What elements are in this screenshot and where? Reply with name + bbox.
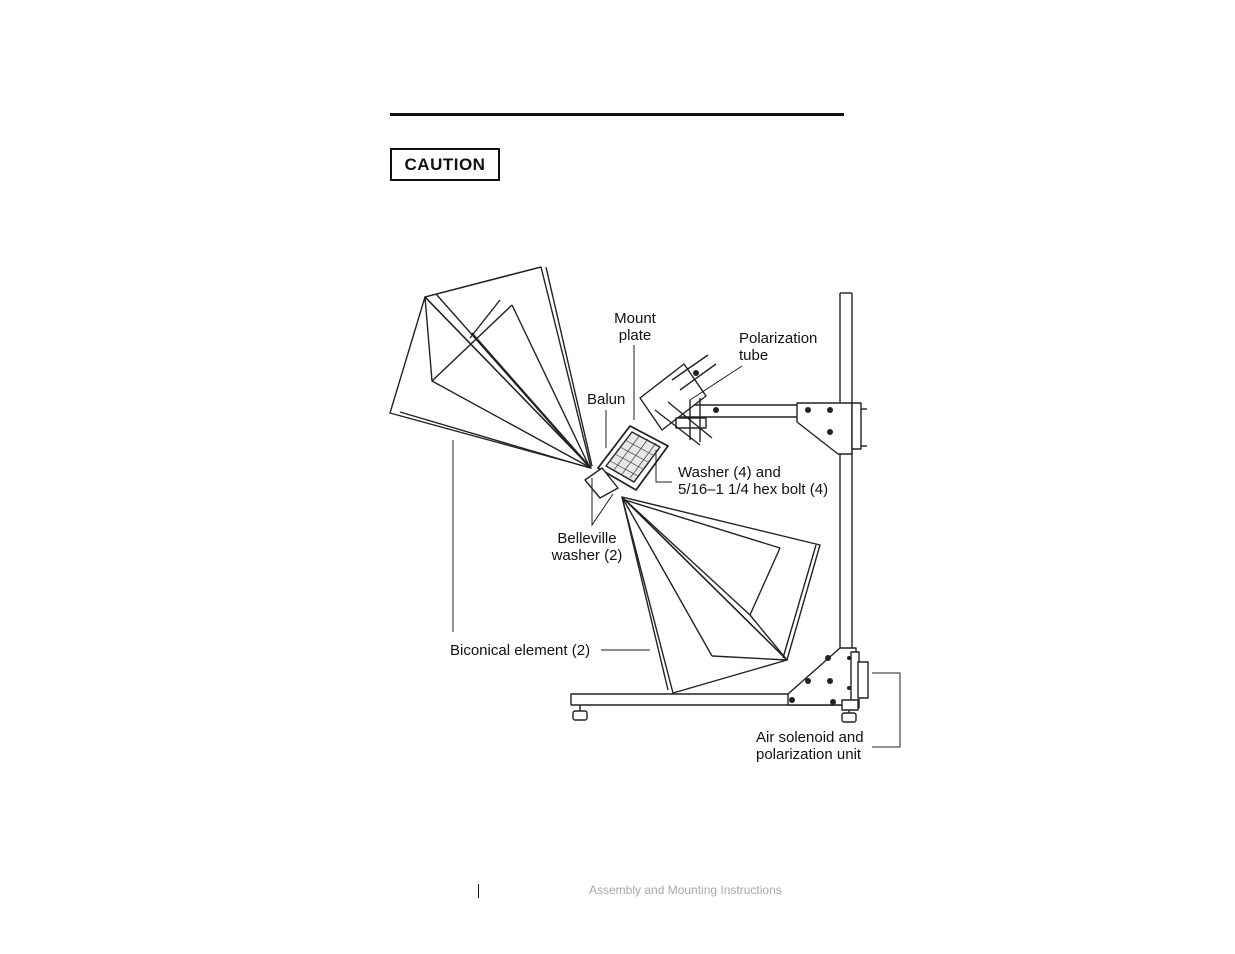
- label-polarization-tube-line2: tube: [739, 347, 768, 364]
- base-rail: [570, 647, 869, 711]
- label-washer-line2: 5/16–1 1/4 hex bolt (4): [678, 481, 828, 498]
- label-air-solenoid-line2: polarization unit: [756, 746, 862, 763]
- label-polarization-tube-line1: Polarization: [739, 330, 817, 347]
- leader-washer: [655, 450, 672, 483]
- horizontal-arm: [676, 402, 867, 455]
- caster-wheel-right: [841, 710, 857, 723]
- leader-air-solenoid: [872, 672, 901, 748]
- footer-title: Assembly and Mounting Instructions: [589, 883, 782, 897]
- label-belleville-line2: washer (2): [551, 547, 623, 564]
- label-washer-line1: Washer (4) and: [678, 464, 781, 481]
- label-balun: Balun: [587, 391, 625, 408]
- caution-box: CAUTION: [390, 148, 500, 181]
- label-mount-plate-line2: plate: [619, 327, 652, 344]
- caution-label: CAUTION: [404, 154, 486, 174]
- label-biconical-element: Biconical element (2): [450, 642, 590, 659]
- label-belleville-line1: Belleville: [557, 530, 616, 547]
- vertical-mast: [839, 292, 853, 700]
- header-rule: [390, 113, 844, 116]
- label-air-solenoid-line1: Air solenoid and: [756, 729, 864, 746]
- polarization-tube: [639, 354, 717, 446]
- biconical-element-lower: [621, 496, 821, 694]
- label-mount-plate-line1: Mount: [614, 310, 657, 327]
- biconical-element-upper: [389, 266, 593, 469]
- caster-wheel-left: [572, 705, 588, 721]
- footer-divider: [478, 884, 479, 898]
- leader-polarization-tube: [689, 365, 743, 401]
- balun-box: [584, 425, 669, 499]
- leader-belleville: [591, 478, 614, 527]
- bolt-dots: [693, 370, 851, 705]
